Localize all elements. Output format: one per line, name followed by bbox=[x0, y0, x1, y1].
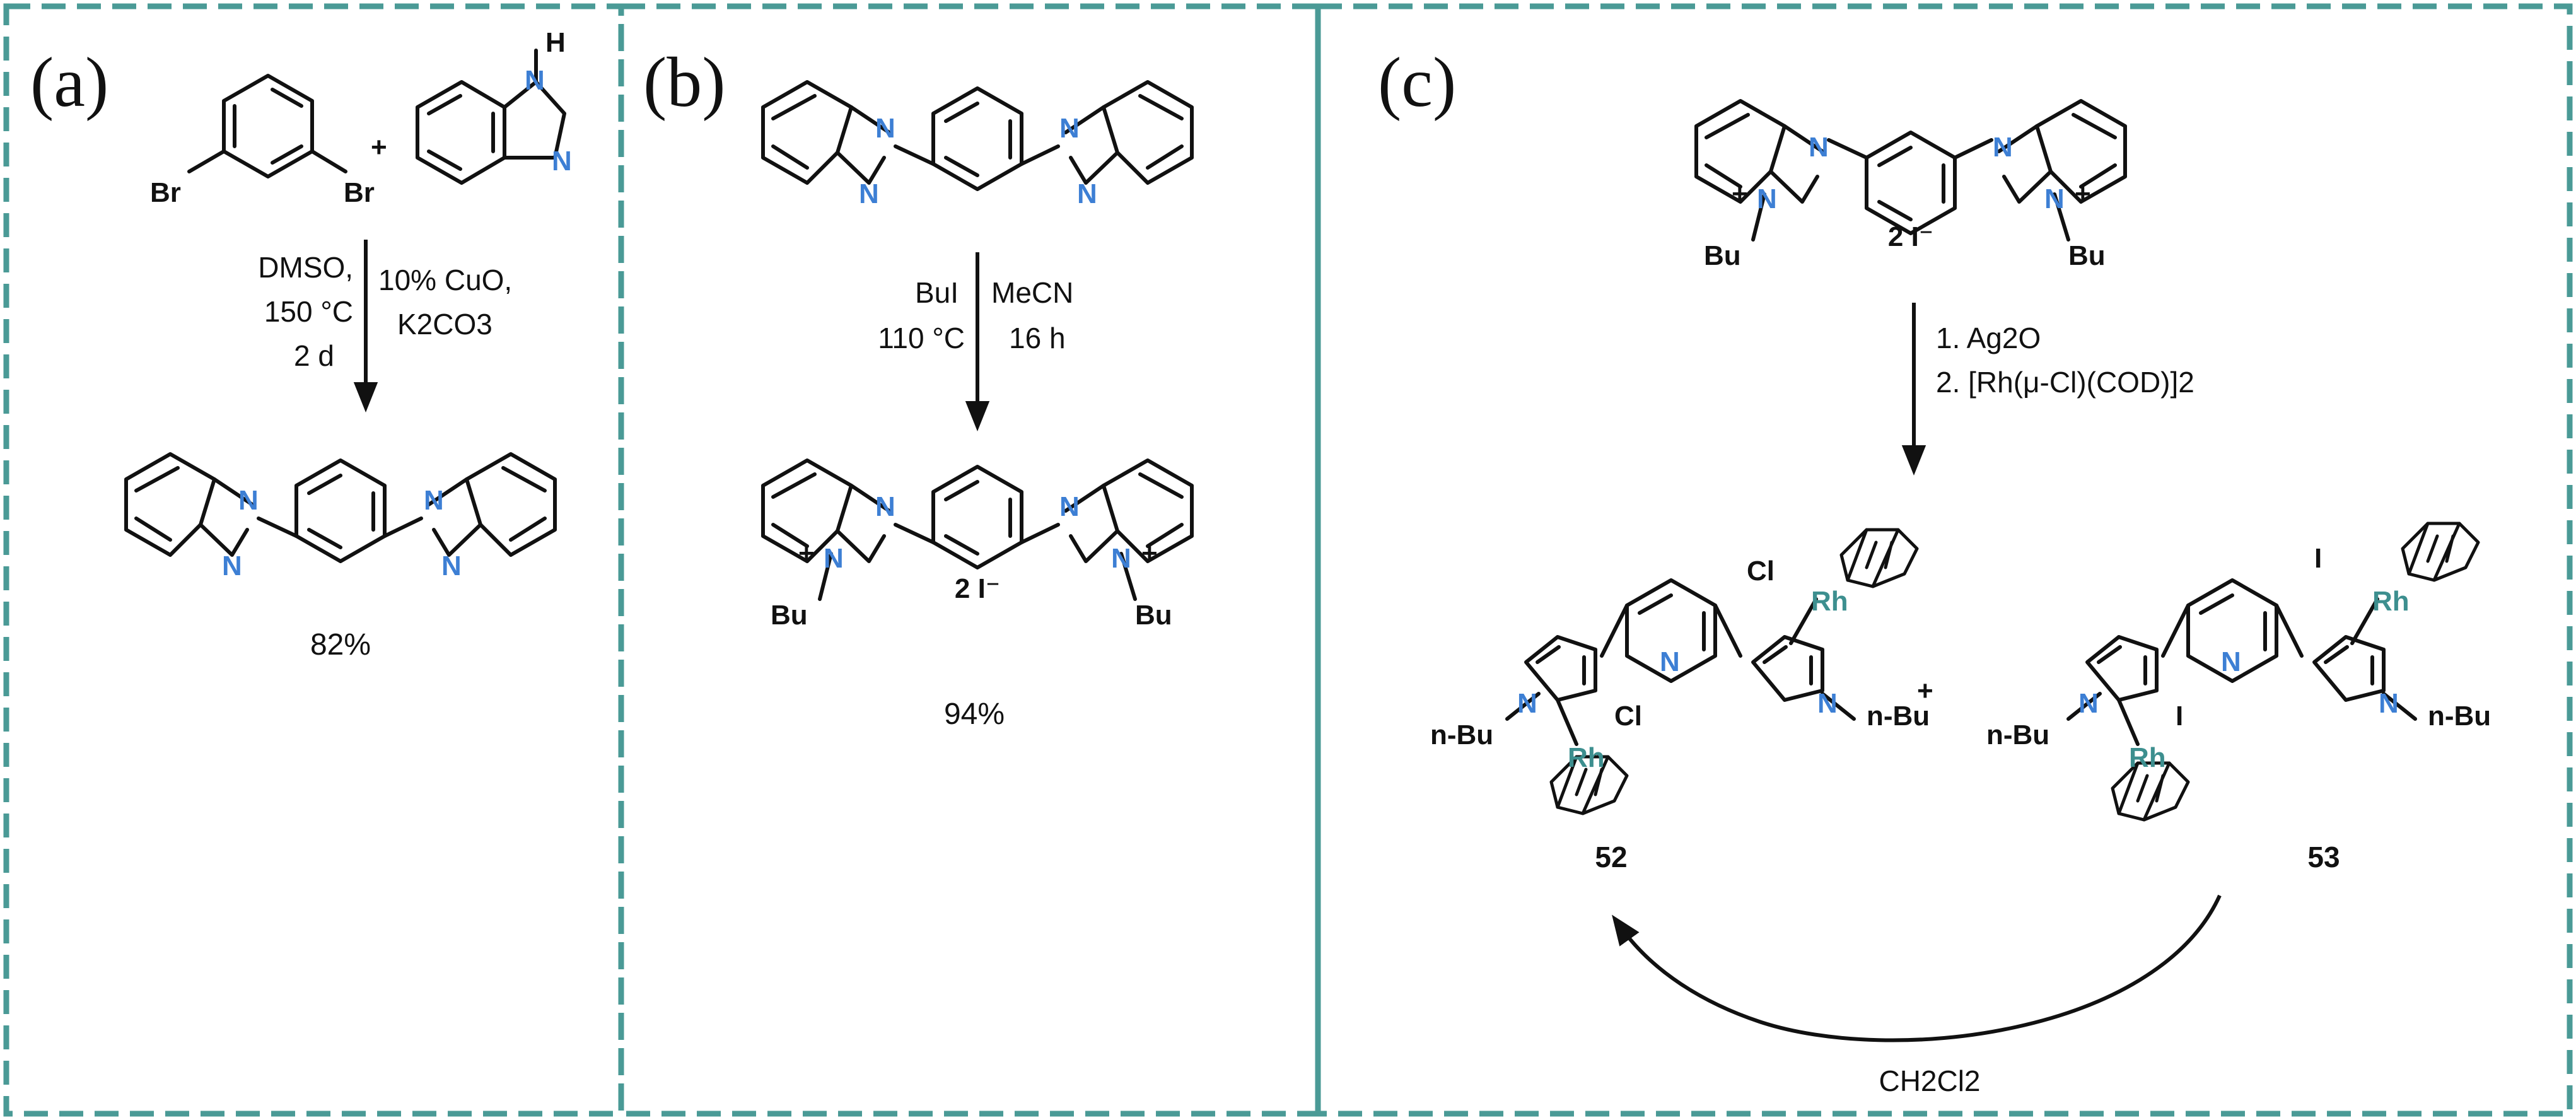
panel-b-label: (b) bbox=[643, 44, 726, 122]
condition-c-1: 1. Ag2O bbox=[1936, 322, 2041, 354]
bisimidazolium-reactant-c bbox=[1694, 99, 2127, 242]
reactant-c-n-right: N bbox=[1993, 132, 2013, 163]
condition-b-left-2: 110 °C bbox=[878, 322, 965, 354]
compound-53-label: 53 bbox=[2307, 841, 2340, 873]
imidazole-n-bottom: N bbox=[552, 146, 572, 177]
bisbenzimidazolylbenzene-structure bbox=[124, 452, 557, 563]
panel-a-frame bbox=[3, 3, 624, 1117]
reactant-b-n1: N bbox=[875, 113, 895, 144]
reactant-b-n3: N bbox=[1059, 113, 1080, 144]
compound-52-n-right: N bbox=[1817, 688, 1838, 719]
reactant-c-nplus-left: N bbox=[1757, 184, 1777, 214]
compound-53-nbu-left: n-Bu bbox=[1986, 720, 2049, 750]
product-a-n4: N bbox=[441, 551, 462, 581]
condition-a-left-1: DMSO, bbox=[258, 251, 353, 284]
bromine-right: Br bbox=[344, 177, 375, 208]
reactant-c-plus-right: + bbox=[2075, 178, 2091, 209]
compound-53-n-right: N bbox=[2379, 688, 2399, 719]
compound-53-i-bottom: I bbox=[2176, 701, 2183, 732]
condition-b-left-1: BuI bbox=[915, 276, 959, 309]
product-b-plus-right: + bbox=[1141, 538, 1158, 569]
compound-52-n-left: N bbox=[1517, 688, 1537, 719]
product-b-n-right: N bbox=[1059, 491, 1080, 522]
condition-b-right-1: MeCN bbox=[991, 276, 1073, 309]
product-b-bu-right: Bu bbox=[1135, 600, 1172, 631]
bisbenzimidazolylbenzene-reactant bbox=[761, 80, 1194, 191]
condition-a-left-2: 150 °C bbox=[264, 295, 353, 328]
yield-a: 82% bbox=[310, 628, 371, 662]
yield-b: 94% bbox=[944, 697, 1005, 731]
reactant-c-nplus-right: N bbox=[2044, 184, 2065, 214]
condition-a-right-1: 10% CuO, bbox=[378, 264, 512, 296]
panel-a-label: (a) bbox=[30, 44, 108, 122]
condition-b-right-2: 16 h bbox=[1009, 322, 1066, 354]
compound-53-rh-top: Rh bbox=[2372, 586, 2410, 617]
product-b-n-left: N bbox=[875, 491, 895, 522]
bromine-left: Br bbox=[150, 177, 181, 208]
reactant-c-bu-left: Bu bbox=[1704, 240, 1741, 271]
compound-52-structure bbox=[1505, 530, 1917, 814]
panel-c-frame bbox=[1315, 3, 2573, 1117]
reactant-c-counterion: 2 I⁻ bbox=[1888, 221, 1933, 252]
compound-53-nbu-right: n-Bu bbox=[2428, 701, 2491, 732]
product-a-n1: N bbox=[238, 485, 259, 516]
product-b-nplus-left: N bbox=[824, 543, 844, 574]
compound-52-nbu-right: n-Bu bbox=[1867, 701, 1930, 732]
condition-a-left-3: 2 d bbox=[294, 339, 334, 372]
product-b-plus-left: + bbox=[798, 538, 815, 569]
compound-52-rh-bottom: Rh bbox=[1568, 742, 1605, 773]
compound-53-n-pyridine: N bbox=[2221, 646, 2241, 677]
product-a-n2: N bbox=[222, 551, 242, 581]
product-b-nplus-right: N bbox=[1111, 543, 1131, 574]
compound-53-rh-bottom: Rh bbox=[2129, 742, 2166, 773]
compound-52-label: 52 bbox=[1595, 841, 1627, 873]
compound-53-n-left: N bbox=[2078, 688, 2099, 719]
panel-c-label: (c) bbox=[1378, 44, 1456, 122]
compound-52-rh-top: Rh bbox=[1811, 586, 1848, 617]
imidazole-h: H bbox=[545, 27, 566, 58]
panel-b-frame bbox=[618, 3, 1321, 1117]
reactant-b-n2: N bbox=[859, 178, 879, 209]
compound-52-cl-top: Cl bbox=[1747, 556, 1775, 586]
reactant-b-n4: N bbox=[1077, 178, 1097, 209]
imidazole-n-top: N bbox=[525, 65, 545, 96]
condition-c-2: 2. [Rh(μ-Cl)(COD)]2 bbox=[1936, 366, 2194, 399]
compound-52-n-pyridine: N bbox=[1660, 646, 1680, 677]
reactant-c-plus-left: + bbox=[1732, 178, 1748, 209]
reactant-c-bu-right: Bu bbox=[2068, 240, 2106, 271]
dibromobenzene-structure bbox=[187, 74, 347, 178]
product-a-n3: N bbox=[424, 485, 444, 516]
condition-a-right-2: K2CO3 bbox=[397, 308, 492, 341]
conversion-solvent: CH2Cl2 bbox=[1879, 1065, 1980, 1097]
product-b-counterion: 2 I⁻ bbox=[955, 573, 1000, 604]
products-plus: + bbox=[1917, 675, 1933, 706]
conversion-arrow bbox=[1612, 894, 2222, 1042]
compound-52-cl-bottom: Cl bbox=[1614, 701, 1642, 732]
bisimidazolium-product-b bbox=[761, 458, 1194, 601]
compound-53-structure bbox=[2066, 523, 2478, 820]
reactant-plus: + bbox=[371, 132, 387, 163]
compound-52-nbu-left: n-Bu bbox=[1430, 720, 1493, 750]
product-b-bu-left: Bu bbox=[771, 600, 808, 631]
benzimidazole-structure bbox=[416, 49, 566, 185]
reactant-c-n-left: N bbox=[1809, 132, 1829, 163]
compound-53-i-top: I bbox=[2314, 543, 2322, 574]
